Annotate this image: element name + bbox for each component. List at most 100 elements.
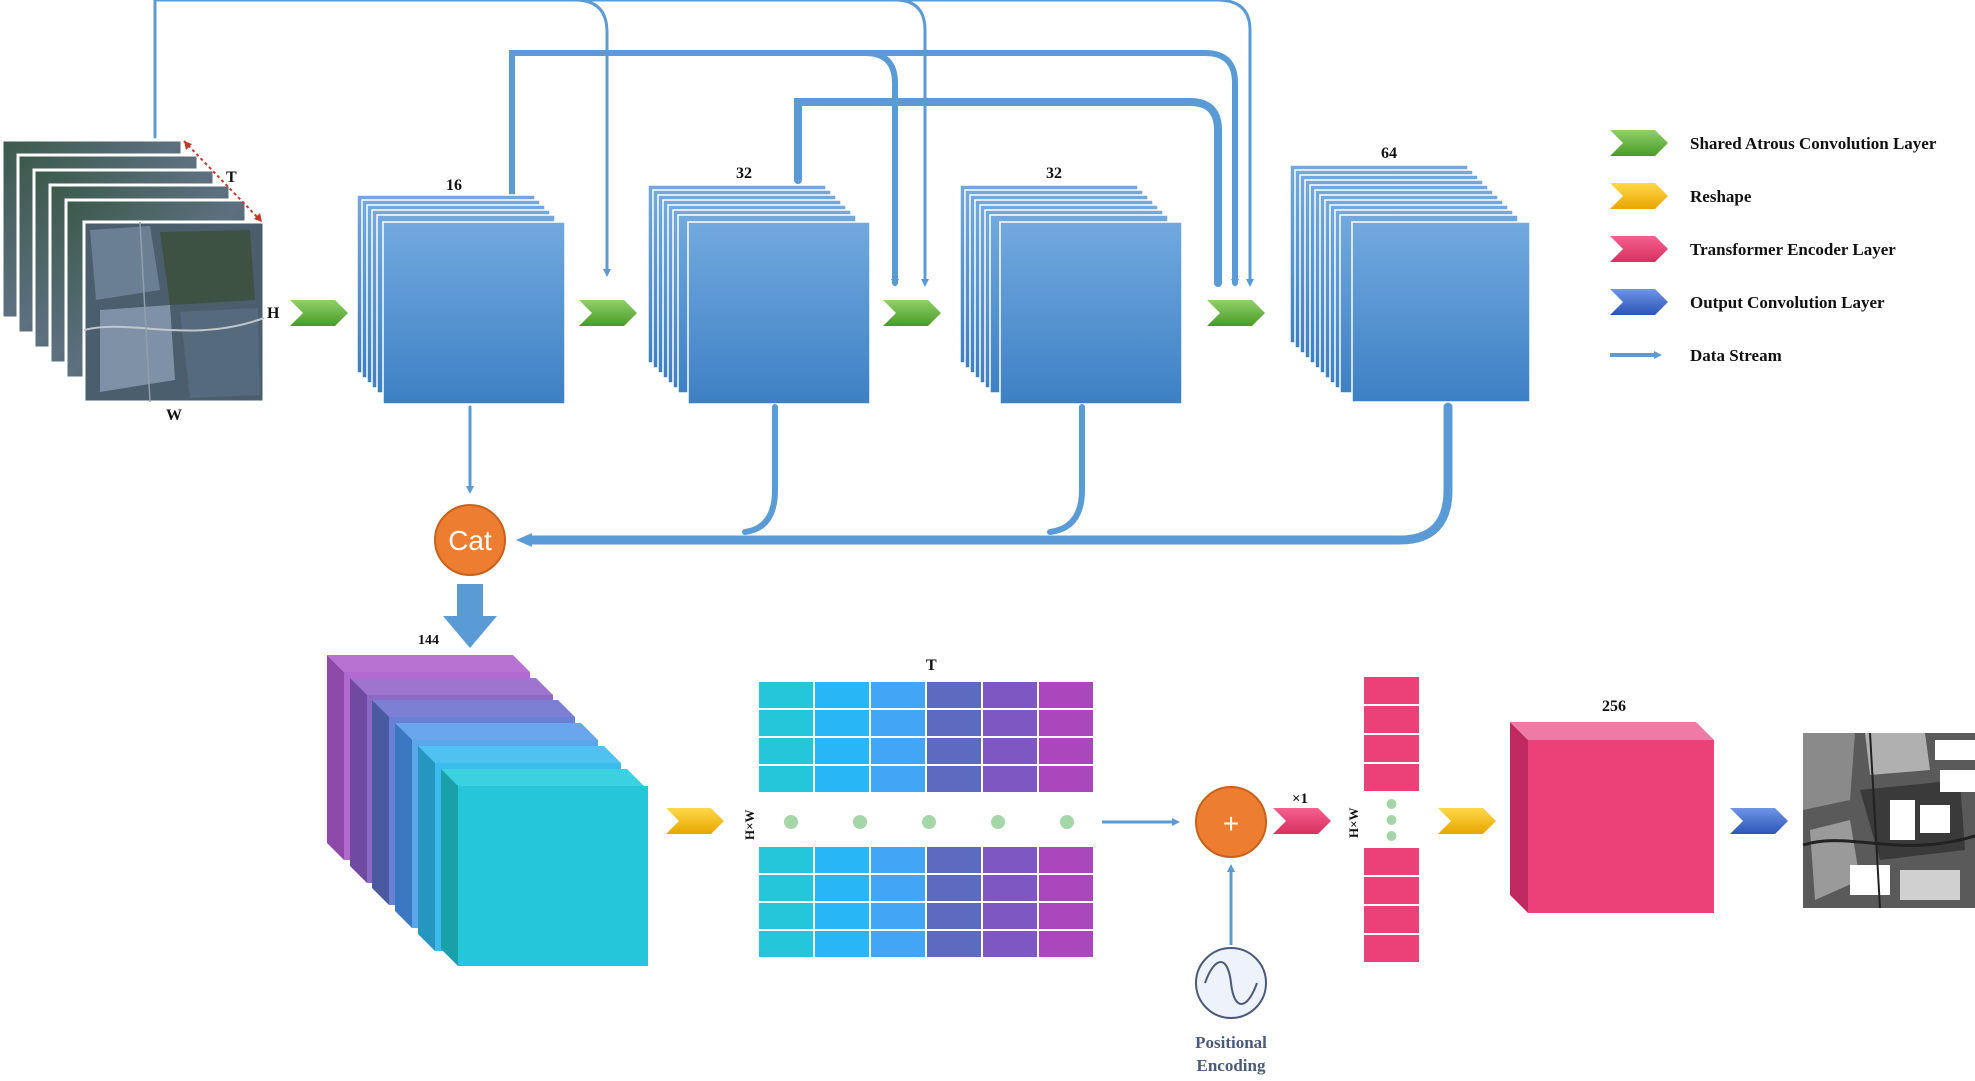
concat-connections <box>466 402 1453 547</box>
ellipsis-dot <box>922 815 936 829</box>
token-cell <box>927 738 981 764</box>
token-cell <box>983 738 1037 764</box>
chevron-1 <box>290 300 348 326</box>
ellipsis-dot <box>1386 831 1397 841</box>
token-cell <box>815 903 869 929</box>
token-column <box>1364 677 1419 962</box>
shared-atrous-conv-arrows <box>290 300 1265 326</box>
add-symbol: + <box>1223 808 1239 839</box>
encoded-token-cell <box>1364 735 1419 762</box>
feature-map-32-b <box>959 184 1183 405</box>
token-cell <box>759 903 813 929</box>
token-cell <box>1039 847 1093 873</box>
token-cell <box>983 710 1037 736</box>
token-cell <box>927 847 981 873</box>
token-cell <box>1039 766 1093 792</box>
legend-label-output-conv: Output Convolution Layer <box>1690 293 1885 312</box>
legend: Shared Atrous Convolution Layer Reshape … <box>1610 130 1937 365</box>
t-label: T <box>226 169 237 186</box>
token-cell <box>871 903 925 929</box>
encoded-token-cell <box>1364 706 1419 733</box>
ellipsis-dot <box>784 815 798 829</box>
encoded-token-cell <box>1364 848 1419 875</box>
legend-label-shared-atrous-conv: Shared Atrous Convolution Layer <box>1690 134 1937 153</box>
token-cell <box>815 847 869 873</box>
sine-wave-icon <box>1204 961 1258 1005</box>
output-channels: 256 <box>1602 698 1626 715</box>
token-cell <box>1039 682 1093 708</box>
ellipsis-dot <box>991 815 1005 829</box>
feature-map-16 <box>356 194 566 405</box>
legend-icon-transformer-encoder <box>1610 236 1668 262</box>
feature-map-32-a-channels: 32 <box>736 165 752 182</box>
token-cell <box>759 931 813 957</box>
legend-icon-output-conv <box>1610 289 1668 315</box>
skip-connections <box>153 0 1254 287</box>
encoded-token-cell <box>1364 764 1419 791</box>
token-grid-hw-label: H×W <box>742 809 757 840</box>
feature-map-32-a <box>647 184 871 405</box>
chevron-4 <box>1207 300 1265 326</box>
token-cell <box>871 875 925 901</box>
concat-node: Cat <box>434 504 506 576</box>
token-cell <box>983 875 1037 901</box>
token-cell <box>927 931 981 957</box>
token-cell <box>927 710 981 736</box>
positional-encoding-line1: Positional <box>1195 1033 1267 1052</box>
token-cell <box>759 710 813 736</box>
concat-down-arrow <box>443 584 497 648</box>
token-cell <box>1039 931 1093 957</box>
encoded-token-cell <box>1364 677 1419 704</box>
token-cell <box>983 903 1037 929</box>
feature-map-64 <box>1289 164 1531 403</box>
feature-map-64-channels: 64 <box>1381 145 1397 162</box>
positional-encoding-node <box>1195 947 1267 1019</box>
token-cell <box>815 738 869 764</box>
reshape-chevron-1 <box>666 808 724 834</box>
encoded-token-cell <box>1364 906 1419 933</box>
token-cell <box>927 903 981 929</box>
transformer-hw-label: H×W <box>1346 807 1361 838</box>
feature-map-16-channels: 16 <box>446 177 462 194</box>
ellipsis-dot <box>1386 799 1397 809</box>
concat-channels: 144 <box>418 633 439 648</box>
token-cell <box>759 766 813 792</box>
positional-encoding-line2: Encoding <box>1197 1056 1266 1075</box>
chevron-3 <box>883 300 941 326</box>
token-cell <box>871 847 925 873</box>
token-cell <box>983 847 1037 873</box>
legend-label-reshape: Reshape <box>1690 187 1752 206</box>
legend-label-transformer-encoder: Transformer Encoder Layer <box>1690 240 1896 259</box>
ellipsis-dot <box>853 815 867 829</box>
token-cell <box>871 738 925 764</box>
add-node: + <box>1195 786 1267 858</box>
ellipsis-dot <box>1060 815 1074 829</box>
token-cell <box>983 931 1037 957</box>
token-cell <box>983 682 1037 708</box>
transformer-chevron <box>1273 808 1331 834</box>
token-cell <box>927 875 981 901</box>
h-label: H <box>267 305 280 322</box>
ellipsis-dot <box>1386 815 1397 825</box>
legend-icon-reshape <box>1610 183 1668 209</box>
reshape-chevron-2 <box>1438 808 1496 834</box>
token-cell <box>1039 903 1093 929</box>
chevron-2 <box>579 300 637 326</box>
token-cell <box>815 682 869 708</box>
input-image-stack <box>0 138 266 404</box>
w-label: W <box>166 407 182 424</box>
token-cell <box>815 931 869 957</box>
segmentation-output <box>1802 732 1975 909</box>
feature-map-32-b-channels: 32 <box>1046 165 1062 182</box>
token-cell <box>815 766 869 792</box>
output-feature-cube <box>1510 722 1714 913</box>
token-cell <box>983 766 1037 792</box>
token-cell <box>871 682 925 708</box>
token-cell <box>927 766 981 792</box>
concatenated-stack <box>327 655 648 966</box>
concat-label: Cat <box>448 525 492 556</box>
token-cell <box>927 682 981 708</box>
token-cell <box>759 847 813 873</box>
token-cell <box>871 766 925 792</box>
